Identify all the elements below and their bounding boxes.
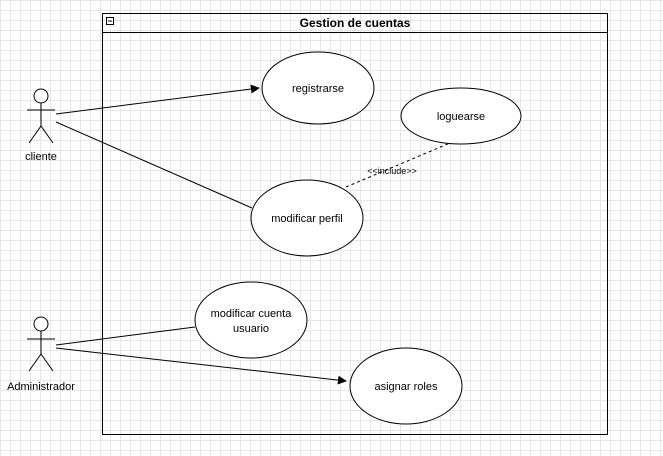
use-case-loguearse-label: loguearse xyxy=(437,111,485,123)
system-boundary[interactable]: Gestion de cuentas xyxy=(102,13,608,435)
actor-cliente-label: cliente xyxy=(25,151,57,163)
actor-cliente[interactable] xyxy=(27,88,55,144)
include-label: <<include>> xyxy=(367,166,417,176)
use-case-loguearse[interactable]: loguearse xyxy=(400,87,522,145)
association-admin-modificar-cuenta[interactable] xyxy=(55,326,196,346)
collapse-icon[interactable] xyxy=(106,17,114,25)
actor-cliente-head xyxy=(33,88,49,104)
association-admin-asignar-roles[interactable] xyxy=(55,347,347,385)
actor-administrador[interactable] xyxy=(27,316,55,372)
use-case-registrarse[interactable]: registrarse xyxy=(261,51,375,125)
system-title: Gestion de cuentas xyxy=(300,16,411,30)
use-case-modificar-cuenta-label-line1: modificar cuenta xyxy=(211,308,293,320)
actor-administrador-head xyxy=(33,316,49,332)
use-case-modificar-perfil-label: modificar perfil xyxy=(271,213,343,225)
include-modificar-perfil-loguearse[interactable] xyxy=(345,142,451,188)
association-cliente-modificar-perfil[interactable] xyxy=(55,121,253,209)
use-case-modificar-perfil[interactable]: modificar perfil xyxy=(250,179,364,257)
use-case-asignar-roles[interactable]: asignar roles xyxy=(349,347,463,425)
actor-administrador-label: Administrador xyxy=(7,381,75,393)
use-case-modificar-cuenta-usuario[interactable]: modificar cuenta usuario xyxy=(194,281,308,359)
use-case-registrarse-label: registrarse xyxy=(292,83,344,95)
use-case-asignar-roles-label: asignar roles xyxy=(375,381,438,393)
use-case-modificar-cuenta-label-line2: usuario xyxy=(233,323,269,335)
association-cliente-registrarse[interactable] xyxy=(55,84,260,115)
